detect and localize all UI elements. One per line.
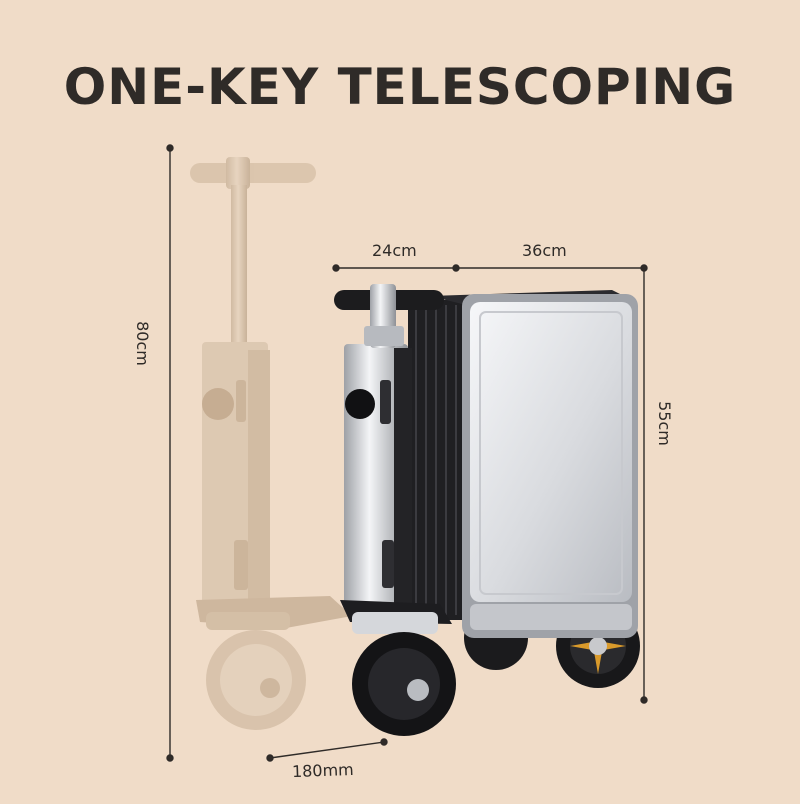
extended-scooter-ghost bbox=[190, 157, 352, 730]
dimension-dot bbox=[166, 144, 174, 152]
ghost-fork bbox=[206, 612, 290, 630]
ghost-handlebar bbox=[190, 163, 316, 183]
dimension-dot bbox=[266, 754, 274, 762]
control-buttons bbox=[380, 380, 391, 424]
dimension-label-folded-height: 55cm bbox=[654, 401, 674, 446]
dimension-line-180mm bbox=[269, 741, 385, 759]
dimension-dot bbox=[640, 696, 648, 704]
battery-indicator bbox=[382, 540, 394, 588]
suitcase-front-panel bbox=[470, 302, 632, 602]
pole-clamp bbox=[364, 326, 404, 346]
display-icon bbox=[345, 389, 375, 419]
suitcase-bottom-trim bbox=[470, 604, 632, 630]
front-wheel-rim bbox=[368, 648, 440, 720]
ghost-wheel-hub bbox=[220, 644, 292, 716]
suitcase-panel-inset bbox=[479, 311, 623, 595]
dimension-dot bbox=[452, 264, 460, 272]
ghost-pole bbox=[231, 185, 247, 360]
dimension-dot bbox=[380, 738, 388, 746]
ghost-display-icon bbox=[202, 388, 234, 420]
ghost-battery-indicator bbox=[234, 540, 248, 590]
ghost-handlebar-clamp bbox=[226, 157, 250, 189]
front-column-side bbox=[394, 348, 412, 604]
dimension-label-depth: 24cm bbox=[372, 241, 417, 260]
ghost-wheel-axle bbox=[260, 678, 280, 698]
folded-scooter-suitcase bbox=[334, 284, 640, 736]
rear-wheel-axle bbox=[589, 637, 607, 655]
ghost-body-side bbox=[248, 350, 270, 600]
front-fork bbox=[352, 612, 438, 634]
front-wheel-axle bbox=[407, 679, 429, 701]
dimension-label-width: 36cm bbox=[522, 241, 567, 260]
dimension-label-wheel-span: 180mm bbox=[291, 759, 355, 782]
dimension-dot bbox=[332, 264, 340, 272]
suitcase-ribbed-section bbox=[408, 300, 468, 620]
dimension-label-extended-height: 80cm bbox=[132, 321, 152, 366]
page-title: ONE-KEY TELESCOPING bbox=[63, 58, 737, 116]
ghost-buttons bbox=[236, 380, 246, 422]
dimension-lines bbox=[166, 144, 648, 762]
dimension-dot bbox=[166, 754, 174, 762]
